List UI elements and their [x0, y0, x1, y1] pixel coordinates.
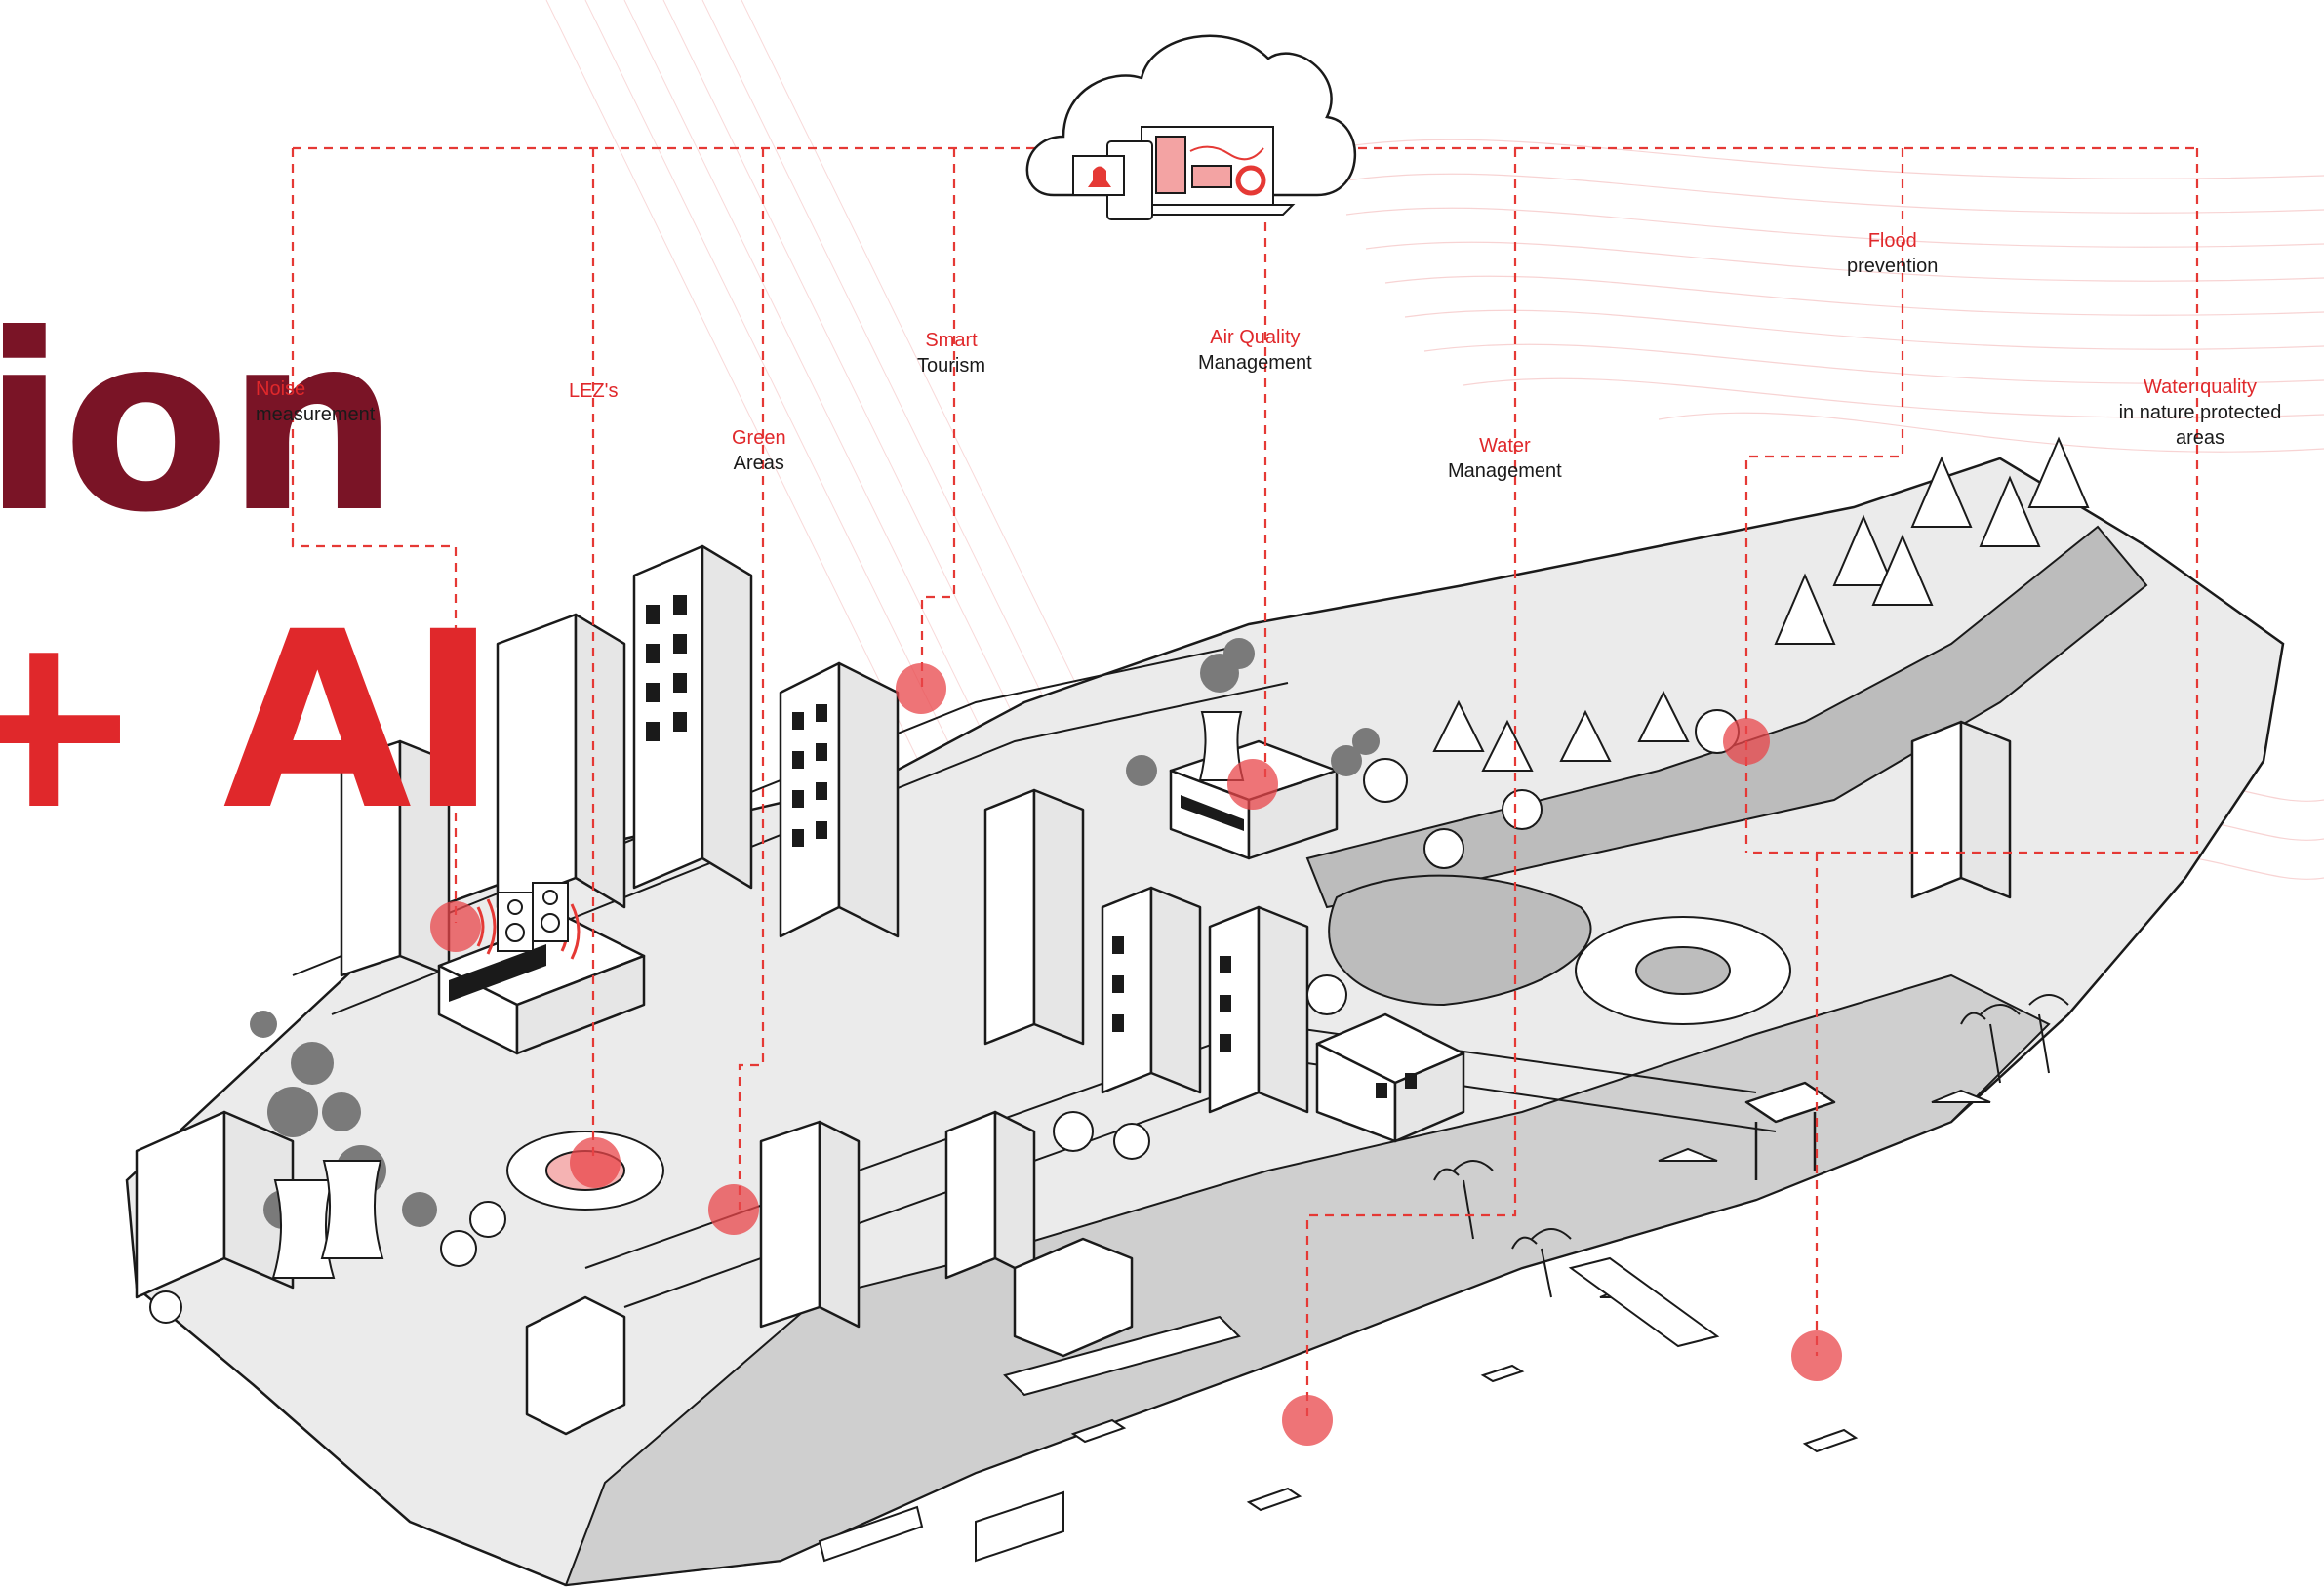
sensor-marker-icon [1791, 1330, 1842, 1381]
trees [149, 436, 2090, 1324]
lake [1328, 874, 1592, 1007]
label-flood-prevention: Flood prevention [1847, 230, 1939, 277]
sensor-marker-icon [570, 1137, 621, 1188]
buildings [135, 544, 2012, 1436]
label-air-quality: Air Quality Management [1198, 327, 1312, 374]
sensor-marker-icon [1282, 1395, 1333, 1446]
headline-line-2: + AI [0, 579, 499, 863]
sensor-marker-icon [708, 1184, 759, 1235]
label-water-management: Water Management [1448, 435, 1562, 482]
sensor-markers [430, 663, 1842, 1446]
piers [818, 1256, 1720, 1563]
sensor-marker-icon [430, 901, 481, 952]
connector-lines [291, 146, 2199, 1416]
label-water-quality: Water quality in nature protected areas [2118, 377, 2282, 449]
bell-icon [1088, 166, 1111, 187]
cooling-towers [271, 711, 1245, 1279]
sensor-marker-icon [1227, 759, 1278, 810]
headline-line-1: ion [0, 282, 399, 566]
label-green-areas: Green Areas [732, 427, 786, 474]
sensor-marker-icon [1723, 718, 1770, 765]
label-lez: LEZ's [569, 380, 619, 402]
windows [449, 595, 1417, 1098]
speakers [497, 882, 569, 952]
label-noise-measurement: Noise measurement [256, 378, 376, 425]
chart-icon [1235, 165, 1266, 196]
boats [1070, 1364, 1859, 1512]
label-smart-tourism: Smart Tourism [917, 330, 986, 377]
sensor-marker-icon [896, 663, 946, 714]
